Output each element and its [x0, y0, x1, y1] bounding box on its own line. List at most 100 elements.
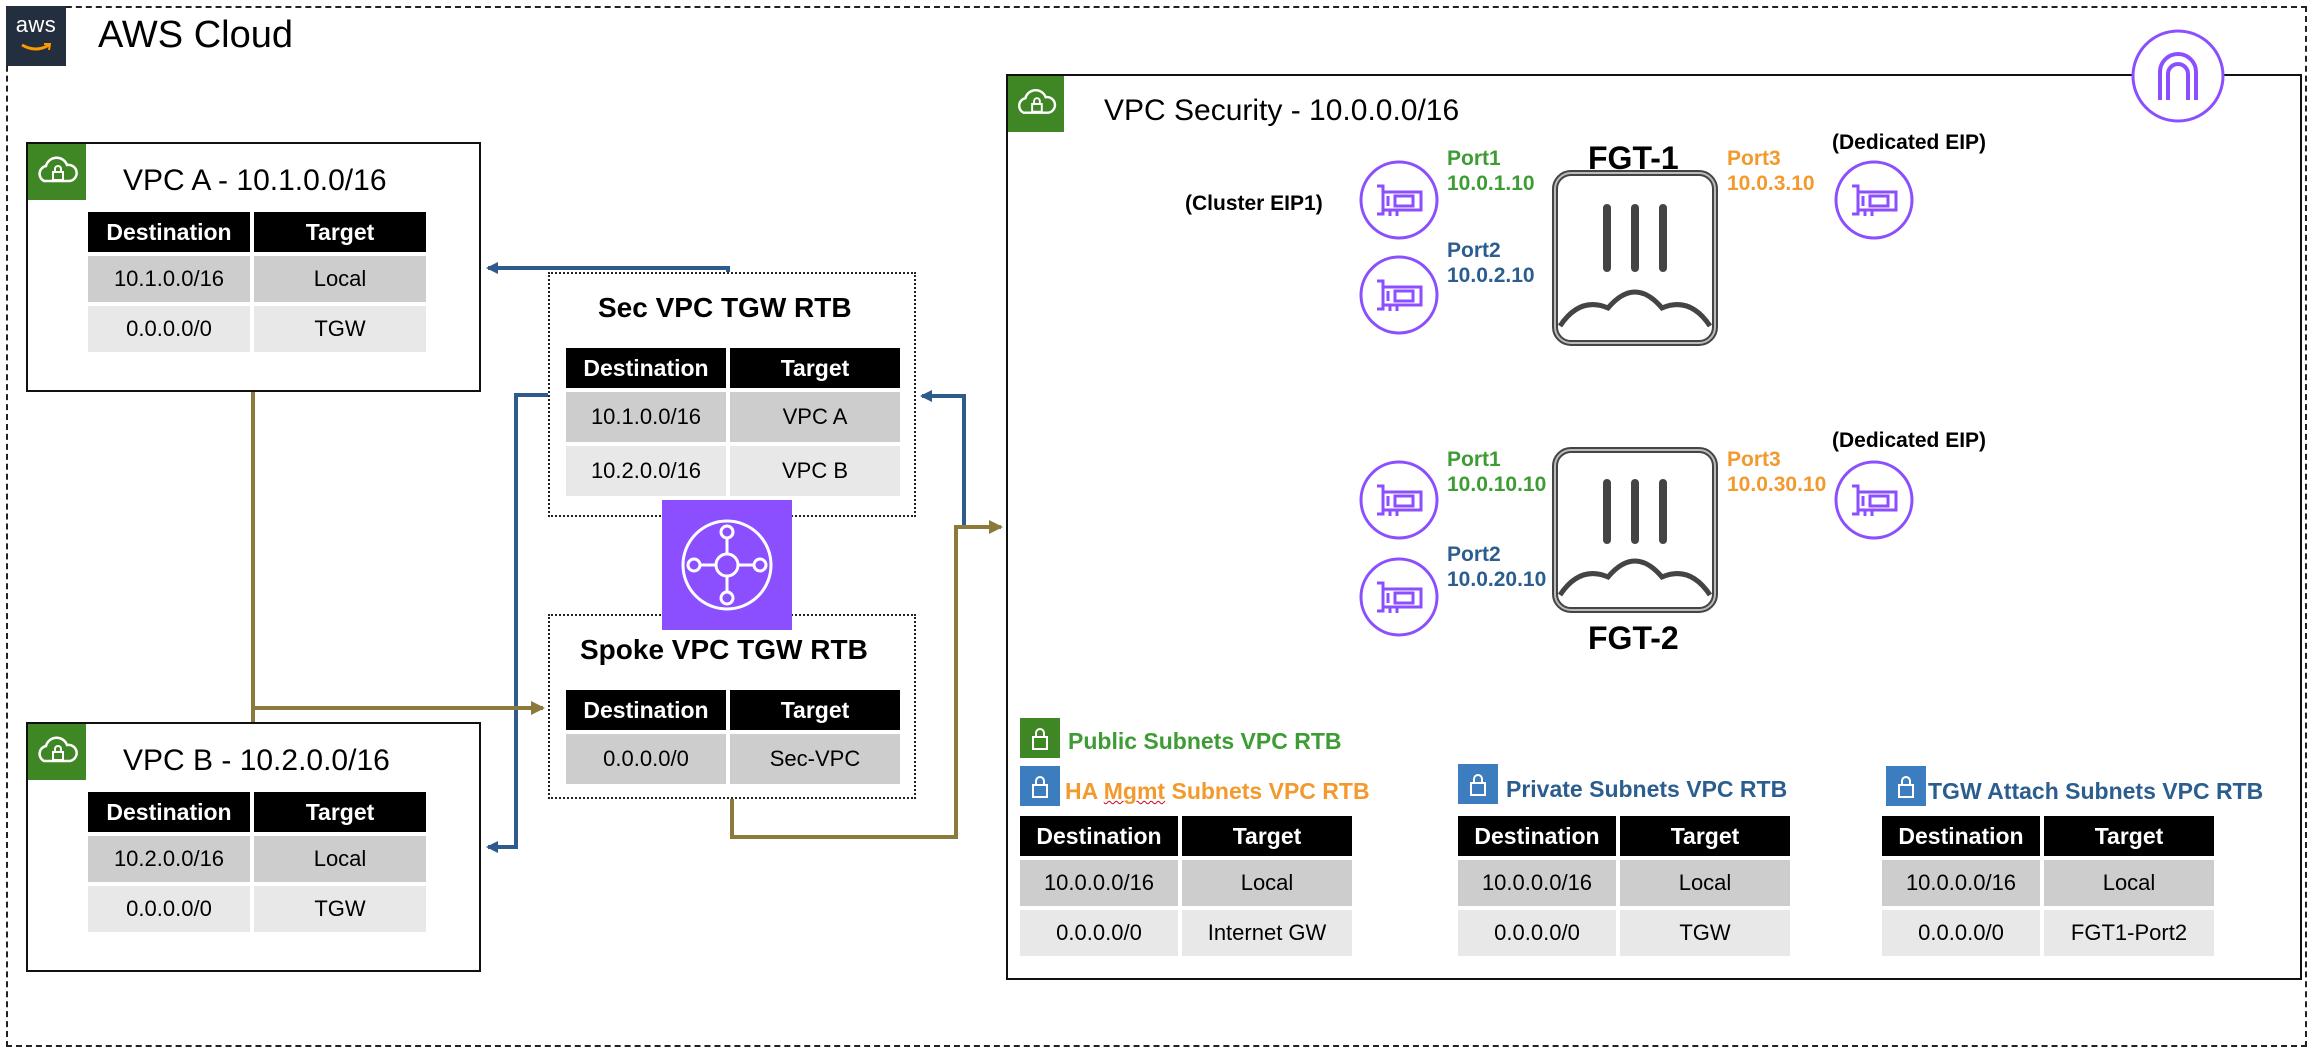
- route-target: TGW: [1620, 910, 1790, 956]
- ha-mgmt-prefix: HA: [1065, 778, 1104, 804]
- header-target: Target: [730, 690, 900, 730]
- route-destination: 0.0.0.0/0: [88, 886, 250, 932]
- lock-icon: [1020, 766, 1060, 806]
- port-name: Port3: [1727, 147, 1781, 170]
- header-target: Target: [2044, 816, 2214, 856]
- header-target: Target: [254, 792, 426, 832]
- route-destination: 0.0.0.0/0: [1882, 910, 2040, 956]
- route-target: TGW: [254, 306, 426, 352]
- header-target: Target: [730, 348, 900, 388]
- header-target: Target: [1182, 816, 1352, 856]
- route-destination: 10.1.0.0/16: [88, 256, 250, 302]
- aws-logo: aws: [6, 6, 66, 66]
- spoke-vpc-tgw-rtb-title: Spoke VPC TGW RTB: [580, 634, 868, 665]
- vpc-cloud-lock-icon: [28, 144, 86, 200]
- port-name: Port1: [1447, 147, 1501, 170]
- route-arrow-security-to-sec-rtb: [920, 390, 966, 527]
- header-destination: Destination: [566, 348, 726, 388]
- header-destination: Destination: [1882, 816, 2040, 856]
- lock-icon: [1020, 718, 1060, 758]
- route-destination: 0.0.0.0/0: [1020, 910, 1178, 956]
- header-destination: Destination: [88, 792, 250, 832]
- header-target: Target: [254, 212, 426, 252]
- eni-icon: [1359, 255, 1439, 335]
- route-target: VPC B: [730, 446, 900, 496]
- port-name: Port2: [1447, 239, 1501, 262]
- cluster-eip-label: (Cluster EIP1): [1185, 192, 1323, 215]
- eni-icon: [1834, 160, 1914, 240]
- header-destination: Destination: [88, 212, 250, 252]
- route-target: Local: [254, 256, 426, 302]
- port-ip: 10.0.3.10: [1727, 172, 1815, 195]
- header-destination: Destination: [566, 690, 726, 730]
- fgt-2-name: FGT-2: [1588, 620, 1679, 656]
- vpc-b-title: VPC B - 10.2.0.0/16: [123, 744, 390, 777]
- vpc-security-title: VPC Security - 10.0.0.0/16: [1104, 94, 1460, 127]
- header-destination: Destination: [1020, 816, 1178, 856]
- route-arrow-sec-to-vpc-b: [486, 393, 548, 853]
- fortigate-2-icon: [1552, 447, 1718, 613]
- eni-icon: [1359, 460, 1439, 540]
- tgw-attach-rtb-title: TGW Attach Subnets VPC RTB: [1928, 778, 2264, 804]
- route-target: Local: [2044, 860, 2214, 906]
- port-ip: 10.0.10.10: [1447, 473, 1547, 496]
- route-destination: 0.0.0.0/0: [1458, 910, 1616, 956]
- route-destination: 10.2.0.0/16: [566, 446, 726, 496]
- aws-cloud-title: AWS Cloud: [98, 14, 293, 56]
- vpc-a-title: VPC A - 10.1.0.0/16: [123, 164, 387, 197]
- header-destination: Destination: [1458, 816, 1616, 856]
- private-rtb-title: Private Subnets VPC RTB: [1506, 776, 1788, 802]
- ha-mgmt-rtb-title: HA Mgmt Subnets VPC RTB: [1065, 778, 1370, 805]
- fgt-2-dedicated-eip-label: (Dedicated EIP): [1832, 429, 1987, 452]
- port-ip: 10.0.20.10: [1447, 568, 1547, 591]
- route-target: Local: [1620, 860, 1790, 906]
- route-arrow-spoke-to-security: [730, 520, 1003, 839]
- internet-gateway-icon: [2131, 29, 2225, 123]
- vpc-cloud-lock-icon: [1008, 76, 1064, 132]
- aws-smile-icon: [21, 43, 51, 51]
- route-target: Local: [254, 836, 426, 882]
- transit-gateway-icon: [662, 500, 792, 630]
- public-rtb-title: Public Subnets VPC RTB: [1068, 728, 1342, 754]
- eni-icon: [1359, 160, 1439, 240]
- header-target: Target: [1620, 816, 1790, 856]
- route-destination: 0.0.0.0/0: [566, 734, 726, 784]
- route-target: Sec-VPC: [730, 734, 900, 784]
- route-destination: 10.0.0.0/16: [1020, 860, 1178, 906]
- route-target: Local: [1182, 860, 1352, 906]
- fgt-1-name: FGT-1: [1588, 140, 1679, 176]
- aws-cloud-frame: [6, 6, 2307, 1047]
- route-target: Internet GW: [1182, 910, 1352, 956]
- aws-logo-text: aws: [15, 12, 57, 37]
- eni-icon: [1834, 460, 1914, 540]
- vpc-cloud-lock-icon: [28, 724, 86, 780]
- lock-icon: [1458, 764, 1498, 804]
- fortigate-1-icon: [1552, 170, 1718, 346]
- sec-vpc-tgw-rtb-title: Sec VPC TGW RTB: [598, 292, 852, 323]
- route-destination: 10.1.0.0/16: [566, 392, 726, 442]
- port-name: Port3: [1727, 448, 1781, 471]
- route-target: TGW: [254, 886, 426, 932]
- route-target: FGT1-Port2: [2044, 910, 2214, 956]
- port-name: Port2: [1447, 543, 1501, 566]
- port-ip: 10.0.1.10: [1447, 172, 1535, 195]
- lock-icon: [1886, 766, 1926, 806]
- route-destination: 10.0.0.0/16: [1882, 860, 2040, 906]
- port-name: Port1: [1447, 448, 1501, 471]
- fgt-1-dedicated-eip-label: (Dedicated EIP): [1832, 131, 1987, 154]
- ha-mgmt-word: Mgmt: [1103, 778, 1166, 804]
